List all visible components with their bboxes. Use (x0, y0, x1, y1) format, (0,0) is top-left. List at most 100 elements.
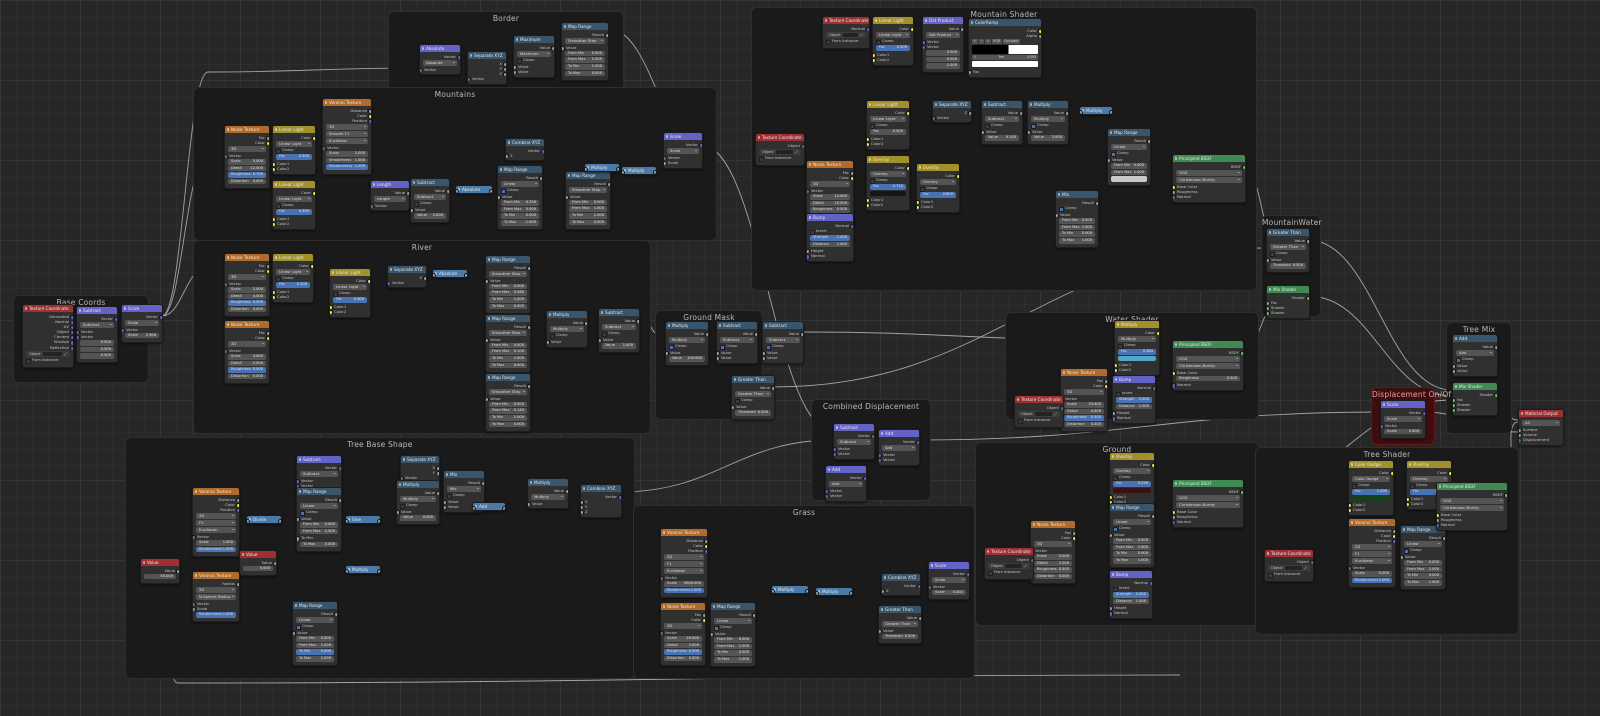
socket-output[interactable] (804, 589, 808, 593)
socket-output[interactable] (435, 490, 439, 495)
object-field[interactable]: Object⤢ (988, 562, 1030, 569)
dropdown-add[interactable]: Add (882, 444, 916, 451)
node-input-vector[interactable]: Vector (834, 446, 874, 451)
node-input-vector[interactable]: Vector (468, 76, 506, 82)
node-output-color[interactable]: Color (867, 110, 909, 115)
node-input-value[interactable]: Value (763, 355, 803, 361)
node-header[interactable]: Map Range (486, 315, 530, 322)
socket-output[interactable] (870, 433, 874, 438)
node-header[interactable]: Combine XYZ (882, 574, 920, 581)
node-input-vector[interactable]: Vector (193, 601, 239, 606)
node-output-bsdf[interactable]: BSDF (1173, 164, 1245, 169)
node-output-vector[interactable]: Vector (420, 54, 460, 59)
socket-input[interactable] (882, 588, 886, 593)
checkbox-clamp[interactable]: Clamp (1059, 206, 1095, 213)
checkbox-clamp[interactable]: Clamp (766, 344, 800, 351)
checkbox-clamp[interactable]: Clamp (602, 331, 636, 338)
node-output-normal[interactable]: Normal (23, 319, 73, 324)
socket-input[interactable] (1173, 509, 1177, 514)
socket-output[interactable] (367, 113, 371, 118)
dropdown-2d[interactable]: 2D (196, 513, 236, 520)
socket-input[interactable] (1173, 383, 1177, 388)
node-output-vector[interactable]: Vector (581, 494, 621, 499)
socket-input[interactable] (917, 204, 921, 210)
node-header[interactable]: Multiply (622, 167, 656, 174)
node-header[interactable]: Bump (1113, 376, 1155, 383)
node-input-base-color[interactable]: Base Color (1173, 509, 1243, 514)
node-input-value[interactable]: Value (528, 501, 568, 506)
socket-output[interactable] (175, 568, 179, 573)
socket-input[interactable] (1381, 423, 1385, 428)
dropdown-2d[interactable]: 2D (1352, 544, 1392, 551)
checkbox-clamp[interactable]: Clamp (1404, 548, 1442, 555)
node-header[interactable]: Mix Shader (1267, 286, 1309, 293)
socket-input[interactable] (247, 519, 251, 523)
node-input-height[interactable]: Height (1113, 410, 1155, 416)
node-header[interactable]: Mix (444, 471, 484, 478)
dropdown-linear-light[interactable]: Linear Light (276, 140, 312, 147)
node-input-to-min[interactable]: To Min (297, 535, 341, 541)
node-input-vector[interactable]: Vector (879, 452, 919, 457)
node-output-value[interactable]: Value (732, 385, 774, 390)
checkbox-clamp[interactable]: Clamp (1456, 357, 1494, 364)
socket-input[interactable] (388, 280, 392, 285)
dropdown-3d[interactable]: 3D (326, 124, 368, 131)
dropdown-scale[interactable]: Scale (932, 576, 966, 583)
color-swatch[interactable] (870, 190, 906, 197)
node-header[interactable]: Principled BSDF (1173, 155, 1245, 162)
node-header[interactable]: Combine XYZ (506, 139, 544, 146)
socket-input[interactable] (456, 189, 460, 193)
socket-output[interactable] (526, 265, 530, 270)
socket-input[interactable] (1108, 158, 1112, 163)
node-output-result[interactable]: Result (711, 612, 755, 617)
node-header[interactable]: Value (141, 559, 179, 566)
checkbox-from-instancer[interactable]: From Instancer (759, 156, 801, 163)
socket-output[interactable] (1037, 28, 1041, 33)
socket-input[interactable] (1453, 364, 1457, 369)
node-header[interactable]: Map Range (297, 488, 341, 495)
node-input-z[interactable]: Z (581, 509, 621, 515)
socket-input[interactable] (1056, 213, 1060, 218)
node-output-fac[interactable]: Fac (1031, 530, 1075, 535)
socket-output[interactable] (1241, 164, 1245, 169)
node-input-value[interactable]: Value (717, 355, 757, 361)
socket-output[interactable] (701, 612, 705, 617)
dropdown-christensen-burley[interactable]: Christensen-Burley (1440, 504, 1504, 511)
socket-input[interactable] (661, 630, 665, 636)
node-output-result[interactable]: Result (486, 265, 530, 270)
node-input-vector[interactable]: Vector (388, 280, 426, 285)
socket-input[interactable] (834, 451, 838, 457)
node-input-color2[interactable]: Color2 (1407, 501, 1451, 507)
socket-input[interactable] (666, 351, 670, 356)
node-output-normal[interactable]: Normal (807, 223, 853, 228)
dropdown-f1[interactable]: F1 (196, 520, 236, 527)
node-input-color1[interactable]: Color1 (867, 136, 909, 141)
object-picker[interactable] (1004, 563, 1023, 568)
dropdown-smoother-step[interactable]: Smoother Step (565, 37, 605, 44)
node-header[interactable]: Mix Shader (1453, 383, 1497, 390)
socket-input[interactable] (1113, 411, 1117, 416)
node-output-value[interactable]: Value (397, 490, 439, 495)
